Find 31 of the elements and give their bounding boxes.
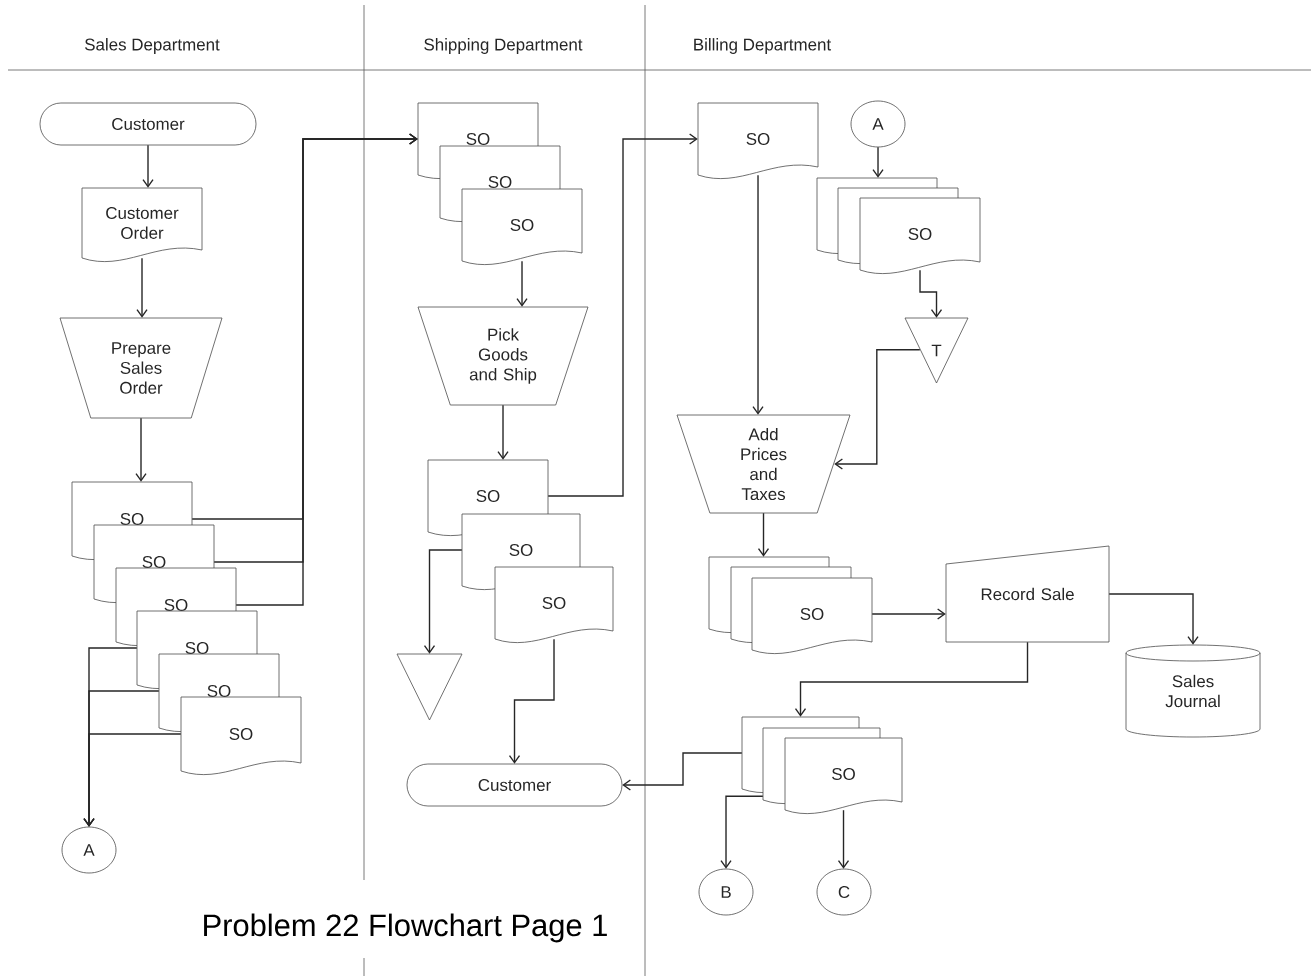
arrow (794, 641, 1029, 717)
arrow (142, 144, 154, 188)
arrow (547, 133, 698, 497)
storage-cylinder: Sales Journal (1125, 644, 1261, 738)
arrow (622, 752, 743, 791)
arrow (508, 638, 555, 764)
arrow (136, 257, 148, 318)
arrow (872, 146, 884, 178)
manual-operation-trapezoid: Add Prices and Taxes (676, 414, 851, 514)
arrow (423, 549, 463, 654)
arrow (235, 133, 418, 606)
manual-operation-trapezoid: Prepare Sales Order (59, 317, 223, 419)
title: Problem 22 Flowchart Page 1 (200, 912, 610, 944)
offline-file-triangle: T (904, 317, 969, 384)
arrow (720, 795, 764, 869)
lane-heading: Billing Department (694, 38, 832, 54)
arrow (135, 417, 147, 482)
arrow (919, 269, 943, 318)
arrow (757, 512, 770, 557)
offline-file-triangle (396, 653, 463, 721)
arrow (1108, 593, 1199, 645)
arrow (83, 733, 182, 827)
arrow (871, 608, 946, 620)
manual-operation-trapezoid: Pick Goods and Ship (417, 306, 589, 406)
arrow (516, 260, 528, 307)
arrow (834, 349, 921, 470)
lane-heading: Sales Department (85, 38, 220, 54)
lane-heading: Shipping Department (424, 38, 583, 54)
arrow (752, 174, 764, 415)
arrow (837, 809, 850, 869)
arrow (497, 404, 509, 460)
